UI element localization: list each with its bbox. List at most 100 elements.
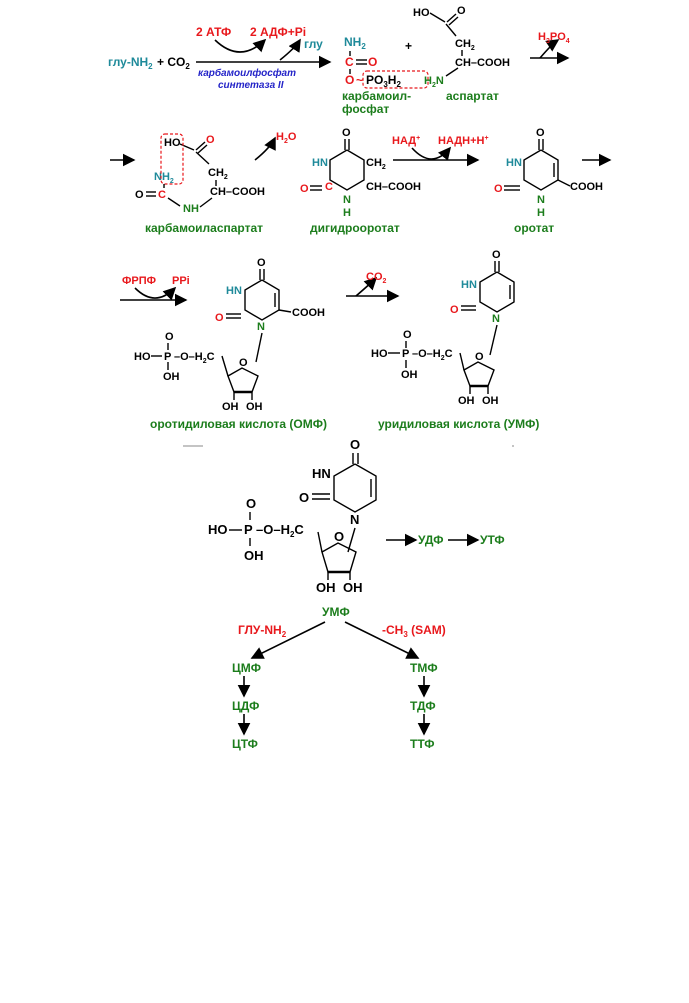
dho-hn: HN: [312, 157, 328, 169]
ump-ho: HO: [371, 348, 388, 360]
cp-name-2: фосфат: [342, 102, 389, 116]
ump-hn: HN: [461, 279, 477, 291]
enzyme-label-1: карбамоилфосфат: [198, 67, 296, 79]
omp-oh1: OH: [222, 401, 239, 413]
or-o-left: O: [494, 183, 503, 195]
omp-n: N: [257, 321, 265, 333]
ump-label: УМФ: [322, 605, 350, 619]
asp-ch2: CH2: [455, 38, 475, 52]
ump-large-o-left: O: [299, 490, 309, 505]
cdp-label: ЦДФ: [232, 699, 259, 713]
h2o-label: H2O: [276, 131, 297, 145]
omp-ho: HO: [134, 351, 151, 363]
or-hn: HN: [506, 157, 522, 169]
asp-o: O: [457, 5, 466, 17]
dho-ch2: CH2: [366, 157, 386, 171]
adp-label: 2 АДФ+Pi: [250, 25, 306, 39]
ump-large-n: N: [350, 512, 359, 527]
ump-large-oh: OH: [244, 548, 264, 563]
ump-large-oh2: OH: [343, 580, 363, 595]
cp-name-1: карбамоил-: [342, 89, 411, 103]
omp-oh: OH: [163, 371, 180, 383]
plus-sign: +: [405, 39, 412, 53]
ump-o-ch2: –O–H2C: [412, 348, 453, 362]
or-name: оротат: [514, 221, 554, 235]
ump-large-ring-o: O: [334, 529, 344, 544]
ca-o: O: [206, 134, 215, 146]
ca-c: C: [158, 189, 166, 201]
arrow-to-cmp: [250, 621, 326, 659]
ump-large-p: P: [244, 522, 253, 537]
carbamoyl-phosphate-structure: NH2 C O O ~ PO3H2 карбамоил- фосфат: [342, 35, 429, 116]
ump-oh1: OH: [458, 395, 475, 407]
asp-name: аспартат: [446, 89, 499, 103]
ump-ring-o: O: [475, 351, 484, 363]
dho-n: N: [343, 194, 351, 206]
dho-name: дигидрооротат: [310, 221, 400, 235]
or-cooh: COOH: [570, 181, 603, 193]
omp-cooh: COOH: [292, 307, 325, 319]
ump-o-top: O: [492, 249, 501, 261]
ump-structure-row3: O HN O N O HO P –O–H2C OH O OH: [371, 249, 539, 431]
asp-ho: HO: [413, 7, 430, 19]
cp-nh2: NH2: [344, 35, 366, 51]
row2-cyclization-step: HO O CH2 NH2 CH–COOH C O NH карбамоиласп…: [110, 127, 612, 235]
ump-oh2: OH: [482, 395, 499, 407]
omp-o-ch2: –O–H2C: [174, 351, 215, 365]
orotate-structure: O HN O COOH N H оротат: [494, 127, 603, 235]
aspartate-structure: HO O CH2 CH–COOH H2N аспартат: [413, 5, 510, 103]
omp-ring-o: O: [239, 357, 248, 369]
dho-o-top: O: [342, 127, 351, 139]
co2-label: CO2: [366, 271, 387, 285]
omp-o-top: O: [257, 257, 266, 269]
or-h: H: [537, 207, 545, 219]
ca-o2: O: [135, 189, 144, 201]
gln-label: ГЛУ-NH2: [238, 623, 287, 639]
row1-carbamoyl-phosphate-step: глу-NH2 + CO2 2 АТФ 2 АДФ+Pi глу карбамо…: [108, 5, 570, 116]
nadh-label: НАДН+Н+: [438, 135, 489, 147]
ump-name-row3: уридиловая кислота (УМФ): [378, 417, 539, 431]
ump-large-hn: HN: [312, 466, 331, 481]
row3-nucleotide-step: ФРПФ PPi O HN O COOH N O HO P –O–H2C OH: [120, 249, 539, 431]
omp-o-left: O: [215, 312, 224, 324]
ca-nh: NH: [183, 203, 199, 215]
dho-ch: CH–COOH: [366, 181, 421, 193]
ump-p-o: O: [403, 329, 412, 341]
glu-out-label: глу: [304, 37, 323, 51]
ump-large-oh1: OH: [316, 580, 336, 595]
ump-large-p-o: O: [246, 496, 256, 511]
reactant-co2: + CO2: [157, 55, 190, 71]
row4-ump-fate: O HN O N O HO P –O–H2C OH O OH: [208, 437, 505, 751]
atp-label: 2 АТФ: [196, 25, 231, 39]
reactant-glutamine: глу-NH2: [108, 55, 153, 71]
asp-h2n: H2N: [424, 75, 444, 89]
ca-name: карбамоиласпартат: [145, 221, 263, 235]
ca-ch: CH–COOH: [210, 186, 265, 198]
ca-ho: HO: [164, 137, 181, 149]
atp-curve: [214, 38, 267, 53]
ca-ch2: CH2: [208, 167, 228, 181]
dho-o-left: O: [300, 183, 309, 195]
ump-oh: OH: [401, 369, 418, 381]
carbamoyl-aspartate-structure: HO O CH2 NH2 CH–COOH C O NH карбамоиласп…: [135, 133, 265, 235]
cp-c: C: [345, 55, 354, 69]
ump-structure-large: O HN O N O HO P –O–H2C OH O OH: [208, 437, 377, 595]
asp-ch: CH–COOH: [455, 57, 510, 69]
cp-o: O: [368, 55, 377, 69]
tmp-label: ТМФ: [410, 661, 438, 675]
arrow-to-tmp: [344, 621, 420, 659]
ca-nh2: NH2: [154, 171, 174, 185]
ppi-label: PPi: [172, 275, 190, 287]
udp-label: УДФ: [418, 533, 444, 547]
glu-out-curve: [279, 38, 301, 61]
ctp-label: ЦТФ: [232, 737, 258, 751]
or-o-top: O: [536, 127, 545, 139]
omp-name: оротидиловая кислота (ОМФ): [150, 417, 327, 431]
ttp-label: ТТФ: [410, 737, 434, 751]
methyl-label: -CH3 (SAM): [382, 623, 446, 639]
ump-large-ho: HO: [208, 522, 228, 537]
svg-text:~: ~: [356, 73, 363, 87]
ump-large-o-top: O: [350, 437, 360, 452]
omp-structure: O HN O COOH N O HO P –O–H2C OH O: [134, 257, 327, 431]
cp-o2: O: [345, 73, 354, 87]
